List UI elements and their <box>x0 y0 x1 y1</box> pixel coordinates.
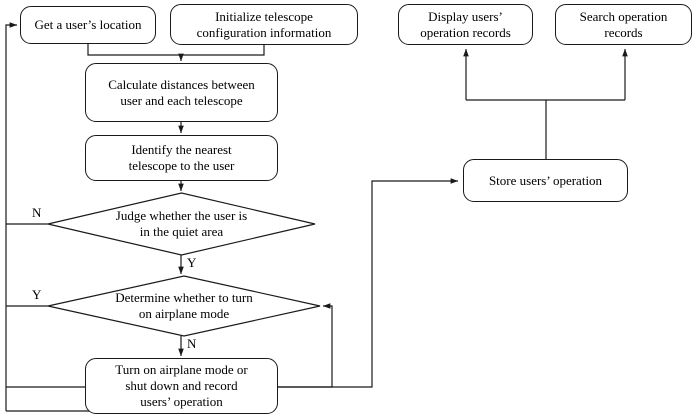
node-init-telescope[interactable] <box>170 4 358 45</box>
node-display-records[interactable] <box>398 4 533 45</box>
node-turn-on-airplane-record[interactable] <box>85 358 278 414</box>
edge-turn-on-to-determine <box>278 303 333 388</box>
edge-get-location-to-calc <box>87 44 181 56</box>
node-store-operation[interactable] <box>463 159 628 202</box>
node-get-location[interactable] <box>20 6 156 44</box>
node-determine-airplane-mode-shape <box>47 275 321 337</box>
node-identify-nearest[interactable] <box>85 135 278 181</box>
edge-init-telescope-to-calc <box>181 45 265 56</box>
edge-turn-on-to-store <box>278 178 459 388</box>
node-calc-distances[interactable] <box>85 63 278 122</box>
node-judge-quiet-area-shape <box>47 192 316 256</box>
node-search-records[interactable] <box>555 4 692 45</box>
edge-left-rail <box>5 22 18 411</box>
